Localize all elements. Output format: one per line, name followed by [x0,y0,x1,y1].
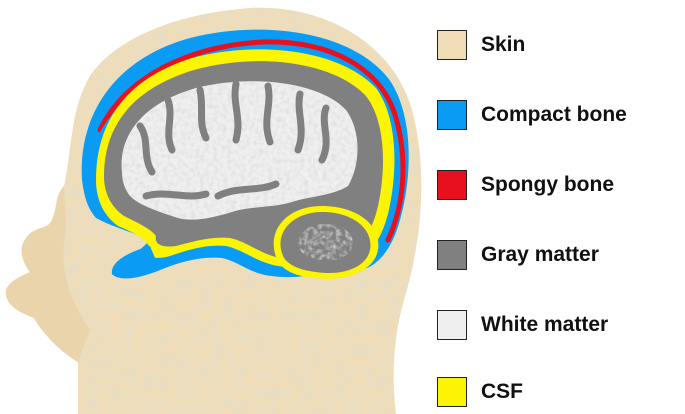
legend-item-white-matter: White matter [437,308,608,342]
legend-label-skin: Skin [481,33,525,57]
legend: Skin Compact bone Spongy bone Gray matte… [437,0,685,414]
legend-item-gray-matter: Gray matter [437,238,599,272]
legend-label-compact-bone: Compact bone [481,103,627,127]
swatch-skin [437,30,467,60]
legend-label-gray-matter: Gray matter [481,243,599,267]
legend-item-csf: CSF [437,375,523,409]
legend-label-white-matter: White matter [481,313,608,337]
cerebellum-white [298,224,352,261]
swatch-spongy-bone [437,170,467,200]
legend-label-csf: CSF [481,380,523,404]
legend-item-compact-bone: Compact bone [437,98,627,132]
legend-item-spongy-bone: Spongy bone [437,168,614,202]
legend-item-skin: Skin [437,28,525,62]
swatch-compact-bone [437,100,467,130]
swatch-csf [437,377,467,407]
swatch-gray-matter [437,240,467,270]
legend-label-spongy-bone: Spongy bone [481,173,614,197]
head-cross-section-diagram [0,0,430,414]
swatch-white-matter [437,310,467,340]
